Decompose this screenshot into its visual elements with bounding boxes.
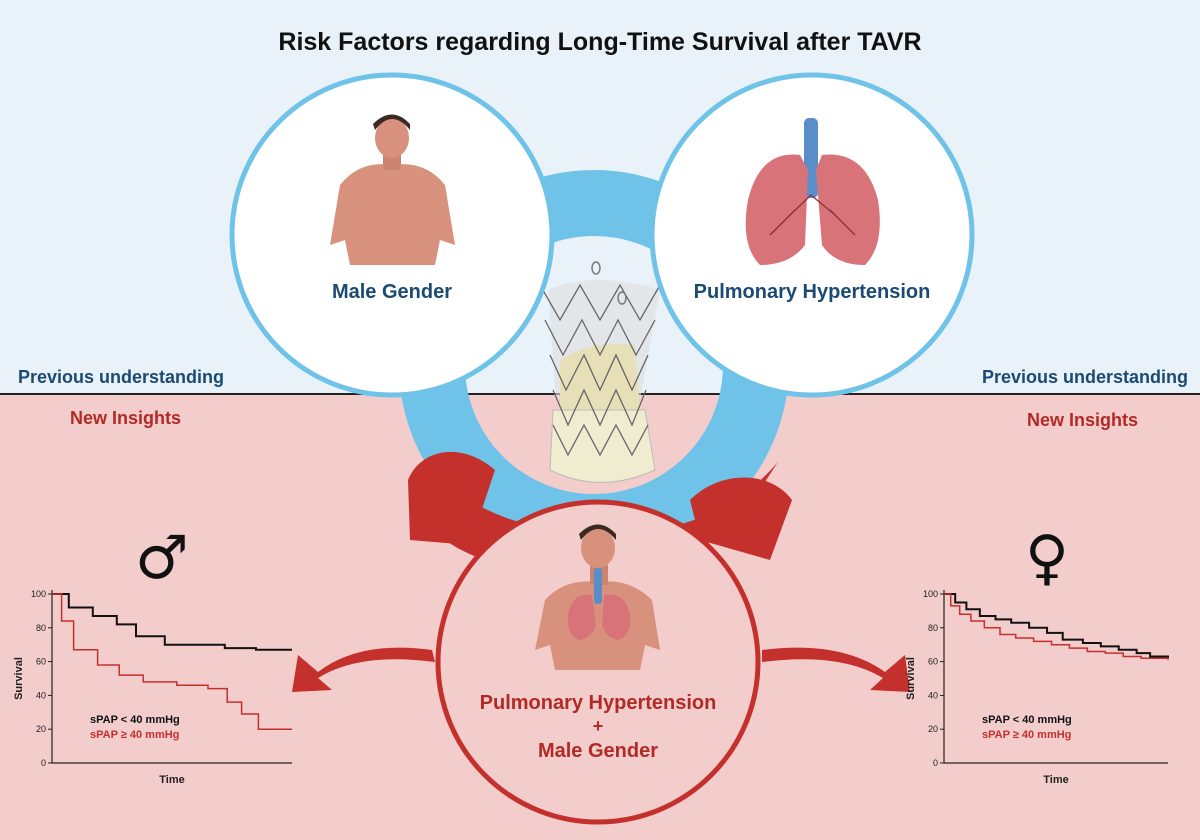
x-axis-title: Time: [159, 774, 184, 786]
male-gender-label: Male Gender: [331, 281, 453, 303]
new-insights-right: New Insights: [1026, 410, 1138, 430]
y-tick-label: 0: [41, 758, 46, 768]
red-connector-left: [408, 451, 495, 545]
y-tick-label: 100: [31, 589, 46, 599]
pulmonary-hypertension-circle: [649, 72, 975, 398]
legend-entry: sPAP ≥ 40 mmHg: [982, 729, 1071, 741]
y-tick-label: 40: [928, 690, 938, 700]
survival-curve-high-spap: [52, 593, 292, 730]
arrow-to-female-chart: [762, 647, 910, 692]
combined-label-line1: Pulmonary Hypertension: [479, 692, 717, 714]
male-torso-with-lungs-icon: [535, 524, 660, 670]
y-tick-label: 80: [928, 623, 938, 633]
y-tick-label: 80: [36, 623, 46, 633]
combined-label-plus: +: [592, 716, 604, 736]
combined-label-line2: Male Gender: [537, 740, 659, 762]
x-axis-title: Time: [1043, 774, 1068, 786]
survival-curve-low-spap: [944, 593, 1169, 659]
red-connector-right: [690, 477, 792, 560]
legend-entry: sPAP ≥ 40 mmHg: [90, 729, 179, 741]
y-tick-label: 40: [36, 690, 46, 700]
page-title: Risk Factors regarding Long-Time Surviva…: [278, 28, 922, 56]
y-tick-label: 60: [36, 657, 46, 667]
tavr-valve-illustration: [539, 261, 661, 483]
survival-curve-high-spap: [944, 593, 1169, 660]
y-axis-title: Survival: [13, 657, 25, 700]
previous-understanding-right: Previous understanding: [981, 367, 1188, 387]
y-tick-label: 20: [928, 724, 938, 734]
y-axis-title: Survival: [905, 657, 917, 700]
lungs-icon: [745, 118, 880, 265]
male-symbol-icon: ♂: [135, 523, 189, 593]
new-insights-left: New Insights: [70, 408, 182, 428]
y-tick-label: 100: [923, 589, 938, 599]
legend-entry: sPAP < 40 mmHg: [90, 714, 180, 726]
legend-entry: sPAP < 40 mmHg: [982, 714, 1072, 726]
previous-understanding-left: Previous understanding: [18, 367, 225, 387]
survival-curve-low-spap: [52, 593, 292, 651]
pulmonary-hypertension-label: Pulmonary Hypertension: [693, 281, 931, 303]
male-torso-icon: [330, 114, 455, 265]
y-tick-label: 0: [933, 758, 938, 768]
y-tick-label: 20: [36, 724, 46, 734]
female-symbol-icon: ♀: [1025, 523, 1069, 593]
arrow-to-male-chart: [292, 647, 435, 692]
y-tick-label: 60: [928, 657, 938, 667]
